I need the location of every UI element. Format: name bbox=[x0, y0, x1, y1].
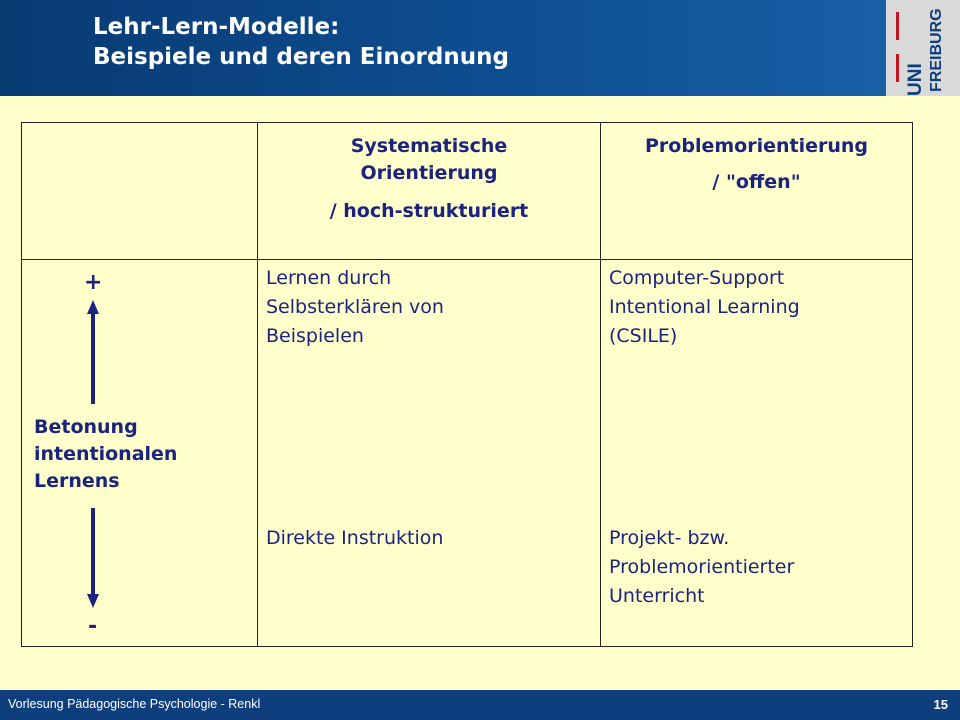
col-header-systematic-sub: / hoch-strukturiert bbox=[329, 200, 529, 222]
systematic-low-example: Direkte Instruktion bbox=[266, 527, 444, 549]
axis-label: Betonung intentionalen Lernens bbox=[34, 414, 177, 495]
axis-cell: + Betonung intentionalen Lernens - bbox=[21, 259, 258, 647]
col-header-problem-sub: / "offen" bbox=[712, 171, 801, 193]
slide-header: Lehr-Lern-Modelle: Beispiele und deren E… bbox=[0, 0, 960, 96]
axis-arrows bbox=[87, 300, 99, 608]
classification-table: Systematische Orientierung / hoch-strukt… bbox=[21, 122, 913, 647]
problem-cell: Computer-Support Intentional Learning (C… bbox=[600, 259, 913, 647]
systematic-high-example: Lernen durch Selbsterklären von Beispiel… bbox=[266, 264, 444, 351]
slide-title: Lehr-Lern-Modelle: Beispiele und deren E… bbox=[93, 12, 509, 72]
arrow-up-icon bbox=[87, 300, 99, 314]
problem-low-line2: Problemorientierter bbox=[609, 556, 795, 578]
col-header-systematic-title: Systematische Orientierung bbox=[350, 135, 508, 184]
table-body-row: + Betonung intentionalen Lernens - Lerne… bbox=[21, 259, 913, 647]
systematic-high-line1: Lernen durch bbox=[266, 267, 392, 289]
corner-cell bbox=[21, 122, 258, 260]
systematic-high-line3: Beispielen bbox=[266, 325, 364, 347]
problem-high-line2: Intentional Learning bbox=[609, 296, 800, 318]
systematic-high-line2: Selbsterklären von bbox=[266, 296, 444, 318]
slide-title-line1: Lehr-Lern-Modelle: bbox=[93, 14, 340, 40]
problem-low-example: Projekt- bzw. Problemorientierter Unterr… bbox=[609, 524, 794, 611]
col-header-problem-title: Problemorientierung bbox=[645, 135, 868, 157]
page-number: 15 bbox=[933, 697, 948, 712]
problem-high-line3: (CSILE) bbox=[609, 325, 678, 347]
slide-footer: Vorlesung Pädagogische Psychologie - Ren… bbox=[0, 690, 960, 720]
table-header-row: Systematische Orientierung / hoch-strukt… bbox=[21, 122, 913, 260]
uni-freiburg-logo: UNI FREIBURG bbox=[886, 0, 960, 96]
axis-label-line1: Betonung bbox=[34, 416, 138, 438]
problem-high-example: Computer-Support Intentional Learning (C… bbox=[609, 264, 800, 351]
axis-label-line3: Lernens bbox=[34, 470, 120, 492]
footer-lecture-title: Vorlesung Pädagogische Psychologie - Ren… bbox=[8, 697, 261, 711]
problem-low-line1: Projekt- bzw. bbox=[609, 527, 730, 549]
systematic-cell: Lernen durch Selbsterklären von Beispiel… bbox=[257, 259, 601, 647]
arrow-down-icon bbox=[87, 594, 99, 608]
problem-low-line3: Unterricht bbox=[609, 585, 705, 607]
axis-label-line2: intentionalen bbox=[34, 443, 178, 465]
logo-uni-text: UNI bbox=[905, 63, 926, 96]
logo-freiburg-text: FREIBURG bbox=[928, 8, 945, 92]
axis-minus-label: - bbox=[88, 614, 98, 639]
problem-high-line1: Computer-Support bbox=[609, 267, 785, 289]
col-header-problem: Problemorientierung / "offen" bbox=[600, 122, 913, 260]
col-header-systematic: Systematische Orientierung / hoch-strukt… bbox=[257, 122, 601, 260]
axis-plus-label: + bbox=[84, 270, 103, 295]
slide-title-line2: Beispiele und deren Einordnung bbox=[93, 44, 509, 70]
